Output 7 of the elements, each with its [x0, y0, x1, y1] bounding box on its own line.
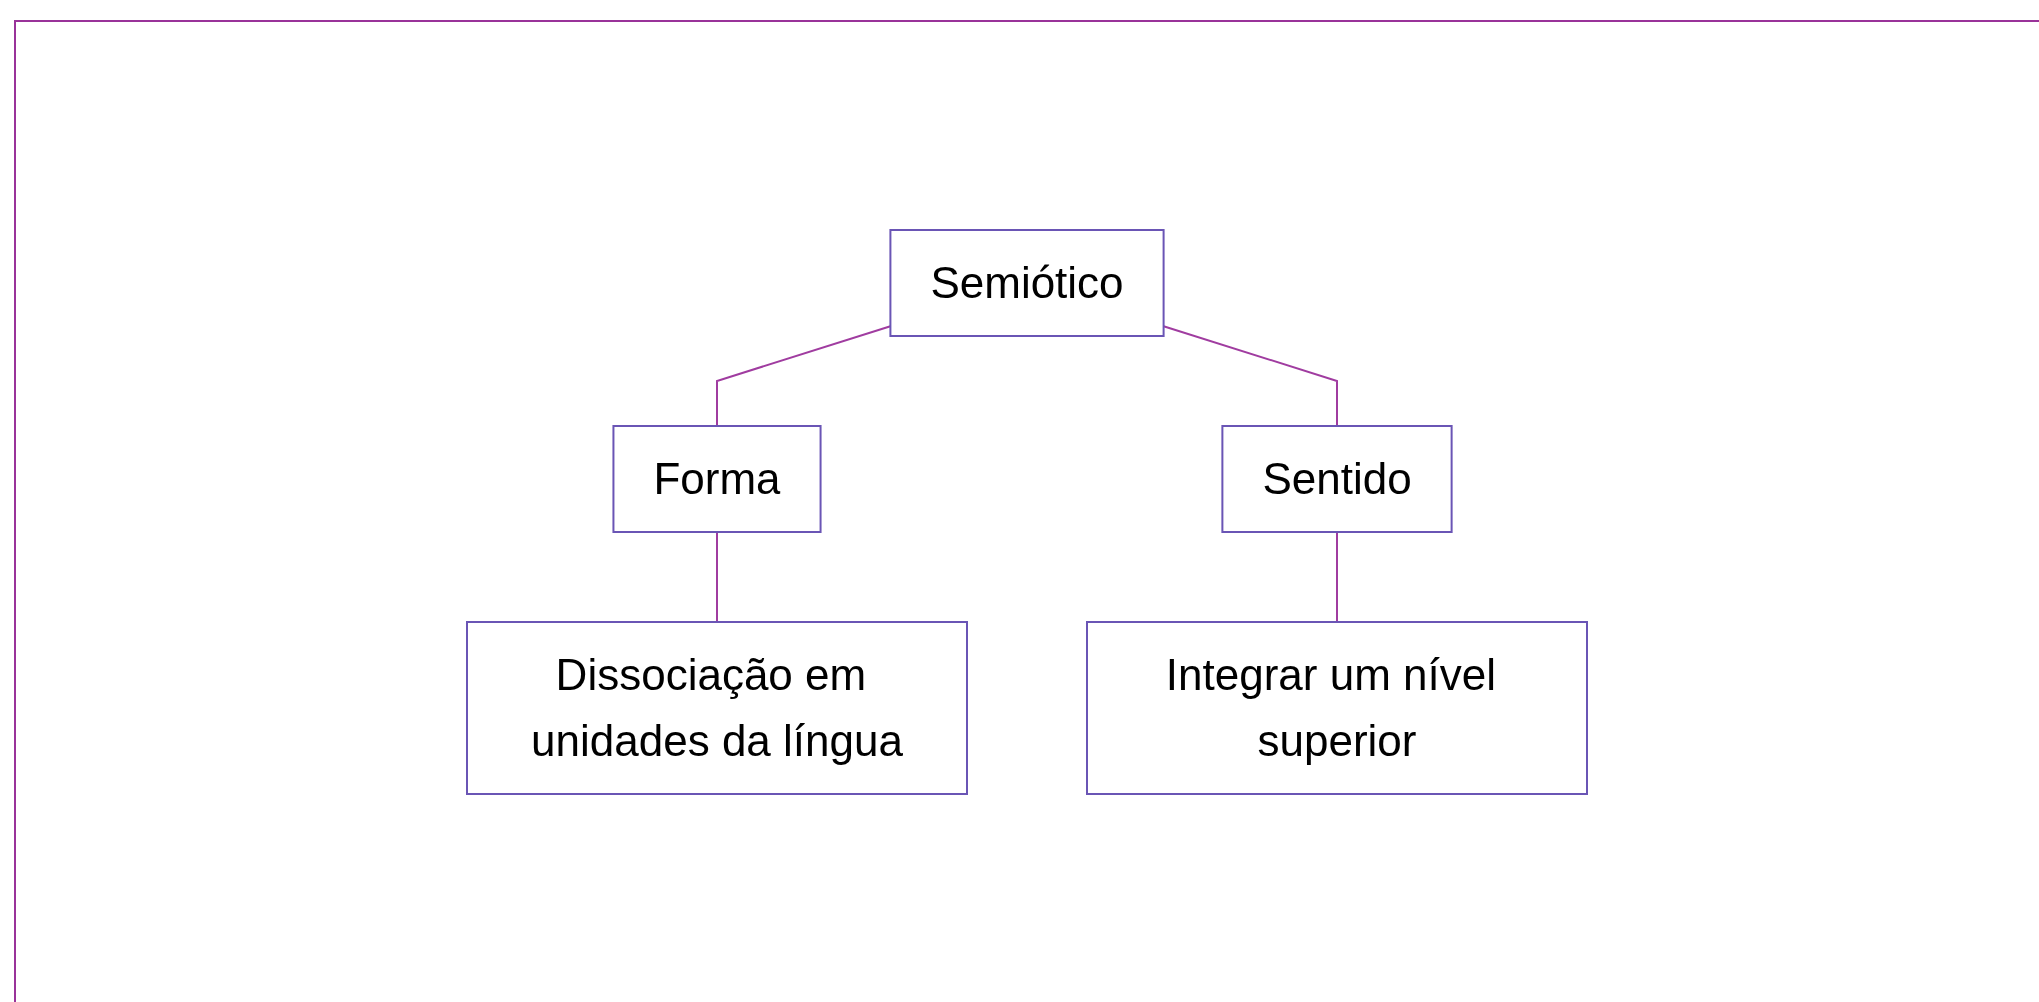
node-box: Dissociação em unidades da língua [466, 621, 969, 795]
node-box: Forma [612, 425, 823, 533]
connector [1336, 531, 1339, 623]
node-box: Sentido [1221, 425, 1454, 533]
node-box: Semiótico [889, 229, 1166, 337]
node-box: Integrar um nível superior [1086, 621, 1589, 795]
connector [716, 531, 719, 623]
